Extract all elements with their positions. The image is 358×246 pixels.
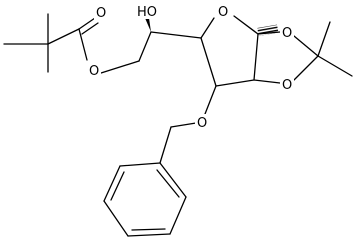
bond-cq-methyl-top: [317, 21, 331, 57]
bond-tbu-to-carbonyl: [47, 28, 80, 45]
bond-ester-o-to-ch2: [100, 60, 140, 74]
label-o-ring: O: [218, 5, 228, 20]
benzene-inner-1: [156, 169, 180, 198]
label-o-dioxolane-bottom: O: [282, 78, 292, 93]
tert-butyl-group: [3, 13, 80, 73]
bond-c2-o2: [253, 79, 281, 84]
benzene-bond-4: [103, 200, 129, 237]
benzene-inner-2: [131, 228, 166, 231]
benzene-inner-3: [110, 171, 125, 201]
wedge-oh: [145, 18, 151, 32]
bond-c1-o1: [257, 31, 281, 35]
benzene-bond-1: [159, 162, 187, 198]
bond-c4-o4: [200, 17, 215, 39]
label-o-carbonyl: O: [96, 6, 106, 21]
bond-c3-c2: [215, 79, 255, 87]
bond-ch2-to-choh: [138, 31, 152, 62]
bond-carbonyl-a: [78, 17, 96, 30]
bond-ch2-ring: [159, 126, 172, 164]
ester-group: [78, 17, 152, 74]
bond-o3-ch2: [170, 122, 197, 128]
benzene-bond-2: [169, 196, 187, 235]
bond-c2-c1: [253, 33, 259, 81]
label-o-ester: O: [89, 64, 99, 79]
bond-c3-o3: [204, 85, 217, 115]
label-ho: HO: [137, 5, 157, 20]
benzene-bond-6: [119, 162, 161, 167]
bond-o1-cq: [293, 35, 319, 57]
benzene-bond-3: [127, 233, 171, 237]
bond-o2-cq: [293, 55, 319, 81]
label-o-benzyl: O: [197, 116, 207, 131]
bond-cq-methyl-right: [317, 55, 353, 77]
label-o-dioxolane-top: O: [282, 26, 292, 41]
isopropylidene-ring: [253, 21, 353, 84]
benzyloxy-group: [159, 85, 217, 164]
bond-o4-c1: [233, 15, 259, 35]
bond-carbonyl-b: [81, 22, 99, 35]
bond-choh-to-c4: [150, 31, 202, 39]
furanose-ring: [200, 15, 259, 87]
bond-carbonyl-to-ester-o: [78, 28, 88, 61]
benzene-ring: [103, 162, 187, 237]
benzene-bond-5: [103, 165, 121, 202]
bond-c4-c3: [200, 37, 217, 87]
